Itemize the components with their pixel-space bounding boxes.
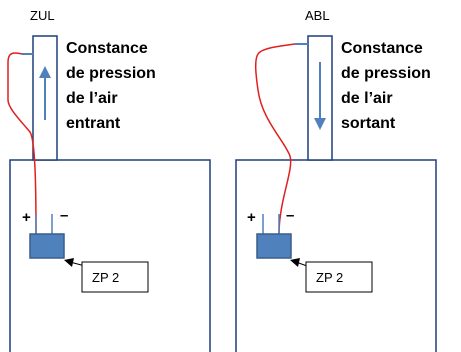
pressure-sensor	[29, 233, 65, 259]
minus-sign: –	[286, 207, 294, 224]
minus-sign: –	[60, 207, 68, 224]
plus-sign: +	[22, 209, 31, 226]
description-line-2: de pression	[66, 65, 156, 82]
panel-exhaust-air: ABL Constance de pression de l’air sorta…	[235, 8, 437, 352]
description-line-3: de l’air	[66, 90, 118, 107]
pressure-sensor	[256, 233, 292, 259]
panel-supply-air: ZUL Constance de pression de l’air entra…	[7, 8, 211, 352]
airflow-arrow-down-icon	[314, 62, 326, 130]
pressure-tube	[254, 43, 296, 235]
duct-label: ABL	[305, 8, 330, 23]
callout-arrowhead	[64, 258, 74, 267]
airflow-arrow-up-icon	[39, 66, 51, 120]
description-line-1: Constance	[66, 40, 148, 57]
room-box	[9, 159, 211, 352]
description-line-4: entrant	[66, 115, 121, 132]
description-line-2: de pression	[341, 65, 431, 82]
description-line-3: de l’air	[341, 90, 393, 107]
sensor-callout-label: ZP 2	[316, 270, 343, 285]
pressure-tube	[7, 52, 37, 235]
sensor-callout-label: ZP 2	[92, 270, 119, 285]
callout-arrowhead	[290, 258, 300, 267]
sensor-callout-box	[81, 261, 149, 293]
plus-sign: +	[247, 209, 256, 226]
description-line-1: Constance	[341, 40, 423, 57]
room-box	[235, 159, 437, 352]
sensor-callout-box	[305, 261, 373, 293]
duct-label: ZUL	[30, 8, 55, 23]
description-line-4: sortant	[341, 115, 396, 132]
